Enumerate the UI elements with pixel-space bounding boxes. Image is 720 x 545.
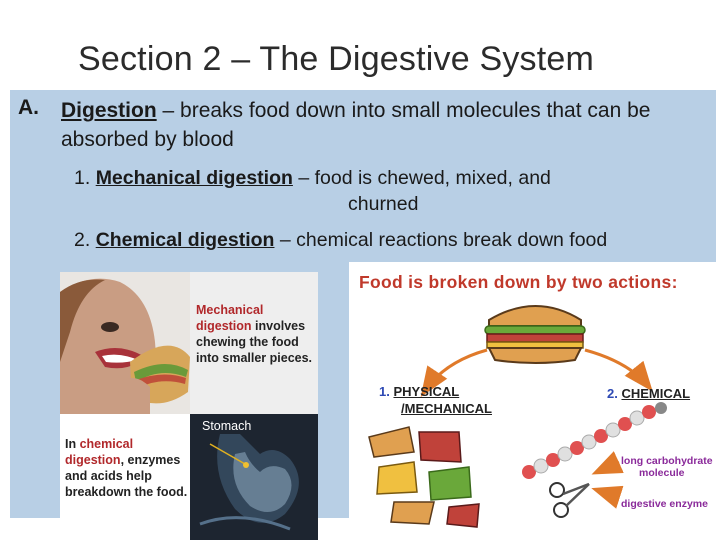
- mechanical-label: /MECHANICAL: [401, 401, 492, 416]
- left-arrow-icon: [420, 348, 488, 397]
- carbohydrate-line: molecule: [639, 467, 685, 479]
- caption-line: Mechanical: [196, 303, 264, 317]
- physical-text: PHYSICAL: [393, 384, 460, 399]
- slide-title: Section 2 – The Digestive System: [78, 40, 595, 78]
- mechanical-number: 1.: [74, 167, 96, 189]
- stomach-label: Stomach: [202, 419, 252, 433]
- figure-title: Food is broken down by two actions:: [359, 272, 678, 292]
- caption-line: chemical: [79, 437, 134, 451]
- mechanical-term: Mechanical digestion: [95, 167, 293, 189]
- right-arrow-icon: [584, 348, 653, 392]
- chemical-text: CHEMICAL: [621, 386, 691, 401]
- chemical-point: 2. Chemical digestion – chemical reactio…: [74, 229, 719, 252]
- mechanical-point: 1. Mechanical digestion – food is chewed…: [74, 164, 714, 192]
- caption-line: breakdown the food.: [65, 485, 188, 499]
- sandwich-icon: [484, 305, 586, 364]
- carbohydrate-label: long carbohydrate molecule: [621, 455, 713, 479]
- digestion-definition: – breaks food down into small molecules …: [61, 99, 651, 151]
- mechanical-digestion-image: Mechanical digestion involves chewing th…: [60, 272, 318, 414]
- physical-label: 1. PHYSICAL: [379, 384, 459, 399]
- digestion-term: Digestion: [61, 99, 157, 122]
- chemical-number: 2.: [607, 386, 618, 401]
- point-a-text: Digestion – breaks food down into small …: [61, 96, 701, 154]
- caption-line: digestion: [65, 453, 121, 467]
- scissors-icon: [549, 482, 590, 518]
- two-actions-figure: Food is broken down by two actions:: [349, 262, 720, 540]
- chemical-label: 2. CHEMICAL: [607, 386, 690, 401]
- caption-line: , enzymes: [120, 453, 181, 467]
- caption-line: and acids help: [65, 469, 152, 483]
- caption-line: digestion: [196, 319, 252, 333]
- chemical-caption: In chemical digestion, enzymes and acids…: [65, 436, 187, 500]
- chemical-digestion-image: Stomach In chemical digestion, enzymes a…: [60, 414, 318, 540]
- chemical-definition: – chemical reactions break down food: [274, 229, 608, 251]
- molecule-arrow-icon: [591, 451, 624, 475]
- caption-line: In: [65, 437, 80, 451]
- chemical-term: Chemical digestion: [95, 229, 275, 251]
- caption-line: involves: [251, 319, 306, 333]
- caption-line: into smaller pieces.: [196, 351, 313, 365]
- mechanical-definition: – food is chewed, mixed, and: [292, 167, 551, 189]
- chemical-number: 2.: [74, 229, 96, 251]
- caption-line: chewing the food: [196, 335, 299, 349]
- molecule-chain-icon: [522, 402, 667, 479]
- enzyme-arrow-icon: [591, 485, 624, 509]
- torn-pieces-icon: [368, 426, 480, 528]
- mechanical-definition-cont: churned: [348, 193, 419, 215]
- mechanical-caption: Mechanical digestion involves chewing th…: [196, 302, 312, 366]
- point-a-marker: A.: [18, 96, 39, 119]
- figure-drawing: [368, 305, 667, 528]
- enzyme-label: digestive enzyme: [621, 498, 708, 510]
- stomach-illustration: [60, 414, 318, 540]
- physical-number: 1.: [379, 384, 390, 399]
- carbohydrate-line: long carbohydrate: [621, 455, 713, 467]
- woman-eating-illustration: [60, 272, 318, 414]
